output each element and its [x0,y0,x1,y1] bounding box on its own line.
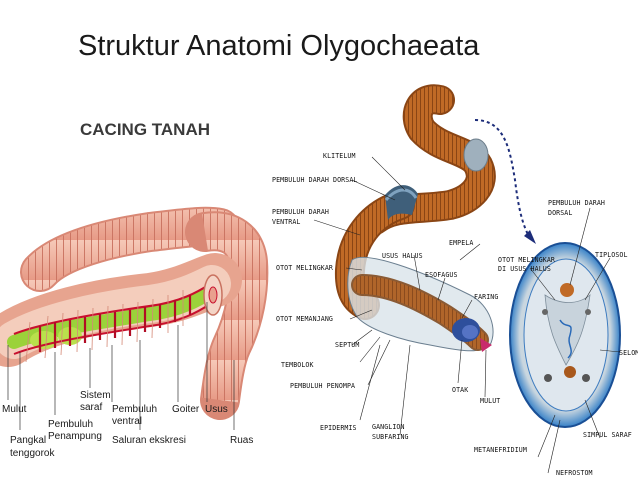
label-ganglion-1: GANGLION [372,423,405,431]
label-pembuluh-dorsal-1: PEMBULUH DARAH [548,199,605,207]
label-pembuluh-penampung-2: Penampung [48,431,102,442]
label-pangkal-1: Pangkal [10,435,46,446]
label-mulut-right: MULUT [480,397,500,405]
label-ganglion-2: SUBFARING [372,433,409,441]
label-usus: Usus [205,404,228,415]
label-esofagus: ESOFAGUS [425,271,458,279]
label-saluran-ekskresi: Saluran ekskresi [112,435,186,446]
cutaway-worm-illustration [313,84,621,474]
label-pembuluh-ventral-1: Pembuluh [112,404,157,415]
label-otot-melingkar-usus-1: OTOT MELINGKAR [498,256,555,264]
label-otot-melingkar-usus-2: DI USUS HALUS [498,265,551,273]
left-diagram-title: CACING TANAH [80,120,211,139]
label-empela: EMPELA [449,239,473,247]
label-tiplosol: TIPLOSOL [595,251,628,259]
label-ruas: Ruas [230,435,253,446]
label-septum: SEPTUM [335,341,359,349]
label-pembuluh-darah-ventral-1: PEMBULUH DARAH [272,208,329,216]
label-simpul-saraf: SIMPUL SARAF [583,431,632,439]
label-mulut: Mulut [2,404,27,415]
label-goiter: Goiter [172,404,200,415]
label-selom: SELOM [619,349,638,357]
label-otak: OTAK [452,386,468,394]
label-otot-memanjang: OTOT MEMANJANG [276,315,333,323]
label-tembolok: TEMBOLOK [281,361,314,369]
label-pangkal-2: tenggorok [10,448,55,459]
label-sistem-saraf-1: Sistem [80,390,111,401]
label-klitelum: KLITELUM [323,152,356,160]
label-sistem-saraf-2: saraf [80,402,102,413]
label-faring: FARING [474,293,498,301]
slide-title: Struktur Anatomi Olygochaeata [78,30,480,62]
label-otot-melingkar: OTOT MELINGKAR [276,264,333,272]
label-metanefridium: METANEFRIDIUM [474,446,527,454]
label-pembuluh-penompa: PEMBULUH PENOMPA [290,382,355,390]
label-epidermis: EPIDERMIS [320,424,357,432]
label-nefrostom: NEFROSTOM [556,469,593,477]
label-pembuluh-penampung-1: Pembuluh [48,419,93,430]
label-pembuluh-ventral-2: ventral [112,416,142,427]
label-pembuluh-darah-ventral-2: VENTRAL [272,218,301,226]
label-pembuluh-dorsal-2: DORSAL [548,209,572,217]
earthworm-illustration [0,206,269,430]
label-usus-halus: USUS HALUS [382,252,423,260]
label-pembuluh-darah-dorsal: PEMBULUH DARAH DORSAL [272,176,357,184]
